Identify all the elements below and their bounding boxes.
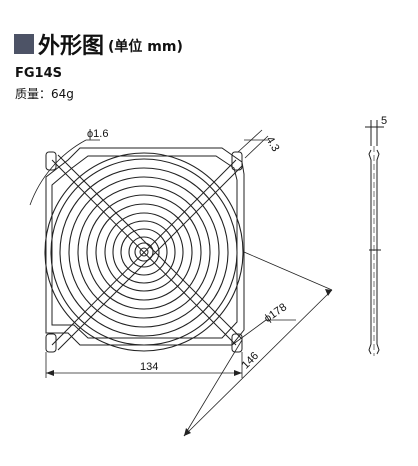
- label-outer-dia: ϕ178: [262, 301, 289, 325]
- label-pitch: 134: [140, 361, 158, 373]
- dimension-lines: [29, 129, 333, 437]
- frame-outer: [45, 147, 245, 346]
- mount-tabs: [45, 151, 243, 353]
- title-text: 外形图: [38, 34, 105, 59]
- weight-label: 质量：64g: [15, 87, 74, 101]
- page-title: 外形图 (单位 mm): [14, 30, 183, 59]
- frame-inner: [51, 155, 238, 339]
- label-thickness: 5: [381, 115, 387, 127]
- struts: [51, 154, 243, 351]
- grill-rings: [44, 152, 244, 352]
- model-name: FG14S: [15, 66, 63, 81]
- dimension-arrows: [46, 289, 332, 436]
- unit-label: (单位 mm): [108, 38, 183, 55]
- side-view: [365, 120, 384, 356]
- label-hole-dia: ϕ1.6: [87, 128, 108, 140]
- front-view: [44, 147, 245, 353]
- title-square-icon: [14, 34, 34, 54]
- label-overall: 146: [240, 350, 261, 371]
